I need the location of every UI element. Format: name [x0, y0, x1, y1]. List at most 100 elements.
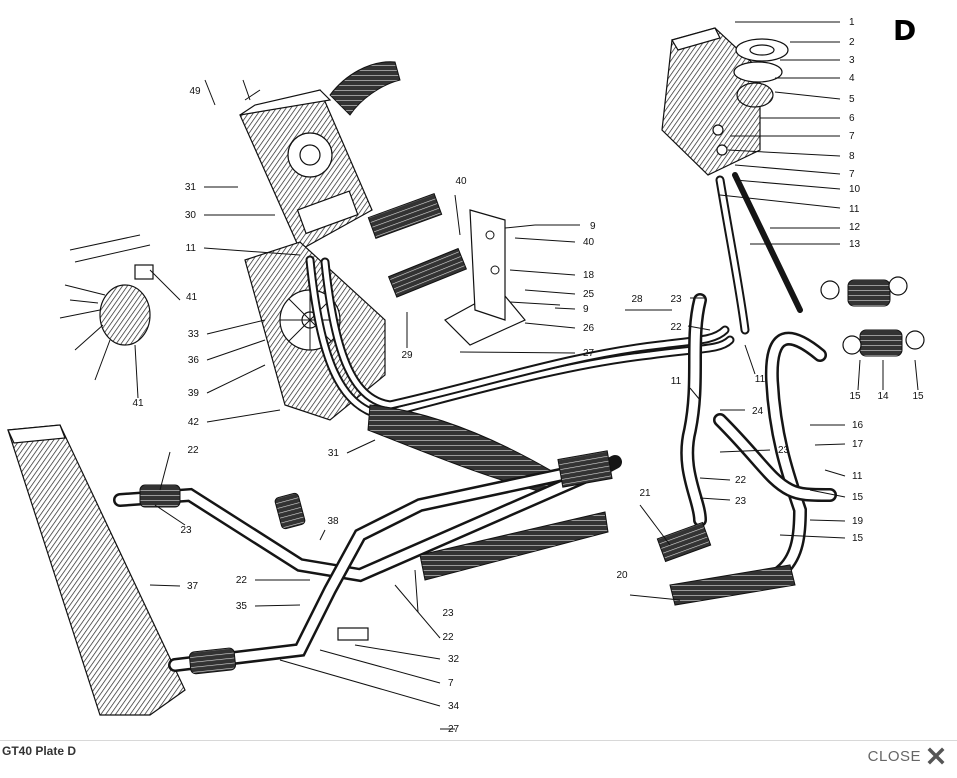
part-callout: 34: [448, 701, 460, 712]
leader-line: [734, 164, 841, 175]
part-callout: 27: [448, 724, 460, 735]
leader-line: [689, 387, 701, 401]
leader-line: [454, 194, 461, 236]
part-callout: 4: [849, 73, 855, 84]
leader-line: [354, 644, 441, 660]
leader-line: [149, 584, 181, 587]
leader-line: [414, 569, 419, 613]
part-callout: 30: [185, 210, 197, 221]
expansion-tank: [661, 27, 789, 176]
leader-line: [734, 179, 841, 190]
leader-line: [206, 409, 281, 423]
part-callout: 15: [849, 391, 861, 402]
part-callout: 23: [180, 525, 192, 536]
leader-line: [774, 91, 841, 100]
part-callout: 40: [455, 176, 467, 187]
part-callout: 29: [401, 350, 413, 361]
leader-line: [514, 237, 576, 243]
lightbox-footer: GT40 Plate D CLOSE: [0, 740, 957, 778]
coolant-lines: [305, 172, 803, 527]
part-callout: 3: [849, 55, 855, 66]
part-callout: 6: [849, 113, 855, 124]
leader-line: [524, 322, 576, 329]
close-x-icon: [927, 747, 945, 765]
part-callout: 15: [912, 391, 924, 402]
part-callout: 49: [189, 86, 201, 97]
part-callout: 23: [670, 294, 682, 305]
part-callout: 9: [583, 304, 589, 315]
part-callout: 11: [849, 204, 860, 215]
leader-line: [204, 79, 216, 106]
leader-line: [206, 364, 266, 394]
part-callout: 38: [327, 516, 339, 527]
part-callout: 27: [583, 348, 595, 359]
leader-line: [206, 319, 266, 335]
part-callout: 5: [849, 94, 855, 105]
part-callout: 11: [852, 471, 863, 482]
part-callout: 17: [852, 439, 864, 450]
part-callout: 16: [852, 420, 864, 431]
part-callout: 26: [583, 323, 595, 334]
leader-line: [509, 269, 576, 276]
right-piping: [693, 276, 925, 597]
part-callout: 7: [849, 131, 855, 142]
part-callout: 25: [583, 289, 595, 300]
part-callout: 20: [616, 570, 628, 581]
leader-line: [779, 534, 846, 539]
leader-line: [254, 604, 301, 607]
part-callout: 22: [735, 475, 747, 486]
leader-line: [824, 469, 846, 477]
leader-line: [914, 359, 919, 391]
leader-line: [719, 194, 841, 209]
leader-line: [279, 659, 441, 707]
leader-line: [687, 325, 711, 331]
part-callout: 14: [877, 391, 889, 402]
part-callout: 19: [852, 516, 864, 527]
part-callout: 32: [448, 654, 460, 665]
part-callout: 28: [631, 294, 643, 305]
part-callout: 22: [187, 445, 199, 456]
part-callout: 36: [188, 355, 200, 366]
plate-letter: D: [893, 14, 916, 47]
part-callout: 11: [755, 374, 766, 385]
part-callout: 1: [849, 17, 855, 28]
leader-line: [699, 497, 731, 501]
part-callout: 22: [236, 575, 248, 586]
radiator: [7, 424, 186, 716]
parts-diagram: D: [7, 14, 925, 735]
leader-line: [809, 519, 846, 522]
part-callout: 41: [132, 398, 144, 409]
part-callout: 22: [670, 322, 682, 333]
leader-line: [554, 307, 576, 310]
part-callout: 10: [849, 184, 861, 195]
leader-line: [629, 594, 681, 601]
leader-line: [154, 504, 186, 526]
part-callout: 11: [186, 243, 197, 254]
leader-line: [727, 149, 841, 157]
part-callout: 7: [849, 169, 855, 180]
leader-line: [206, 339, 266, 361]
part-callout: 23: [735, 496, 747, 507]
heater-box: [239, 61, 401, 251]
part-callout: 11: [671, 376, 682, 387]
part-callout: 31: [328, 448, 340, 459]
part-callout: 31: [185, 182, 197, 193]
part-callout: 12: [849, 222, 861, 233]
leader-line: [394, 584, 441, 639]
leader-line: [459, 351, 576, 354]
close-button[interactable]: CLOSE: [868, 747, 945, 765]
part-callout: 23: [442, 608, 454, 619]
blower-fan: [59, 234, 154, 381]
leader-line: [809, 489, 846, 498]
leader-line: [159, 451, 171, 491]
leader-line: [699, 477, 731, 481]
leader-line: [814, 443, 846, 446]
leader-line: [346, 439, 376, 454]
part-callout: 24: [752, 406, 764, 417]
part-callout: 13: [849, 239, 861, 250]
part-callout: 22: [442, 632, 454, 643]
lower-pipes: [113, 450, 796, 675]
part-callout: 9: [590, 221, 596, 232]
part-callout: 8: [849, 151, 855, 162]
